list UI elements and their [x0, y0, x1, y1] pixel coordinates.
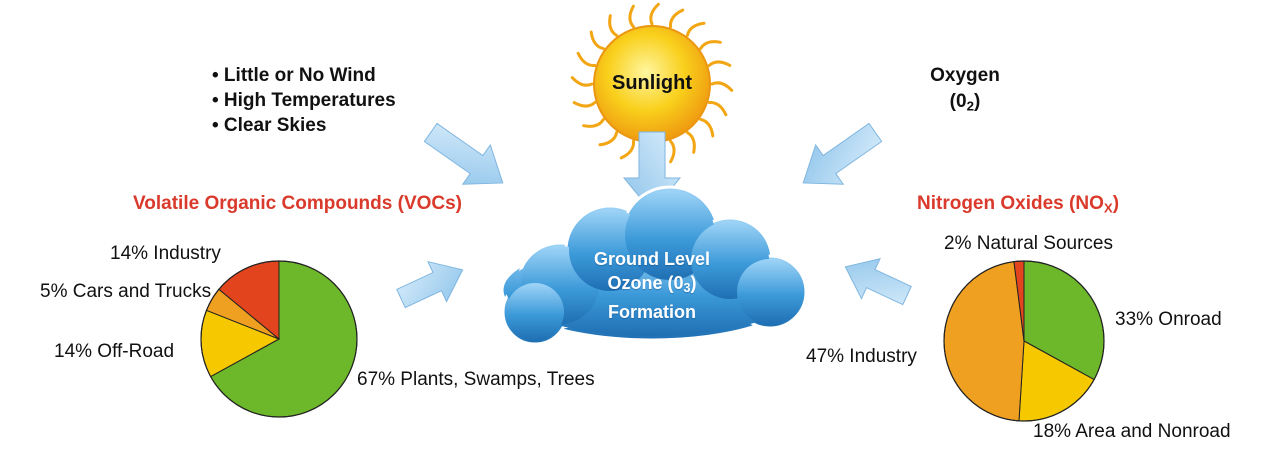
- sun-ray: [707, 100, 728, 117]
- conditions-list: • Little or No Wind • High Temperatures …: [212, 63, 396, 138]
- sun-ray: [649, 2, 660, 26]
- pie-label: 33% Onroad: [1115, 309, 1222, 330]
- sun-ray: [608, 14, 619, 37]
- sun-ray: [710, 81, 734, 92]
- sun-ray: [685, 21, 706, 37]
- pie-label: 14% Industry: [110, 243, 221, 264]
- pie-slice: [943, 261, 1025, 422]
- sun-ray: [685, 131, 696, 154]
- arrow-oxygen-to-ozone: [802, 122, 883, 185]
- arrow-nox-to-ozone: [844, 257, 912, 306]
- oxygen-title: Oxygen: [930, 65, 1000, 86]
- sun-ray: [570, 76, 594, 87]
- sun-ray: [582, 117, 605, 128]
- sun-ray: [699, 40, 722, 51]
- sun-ray: [576, 51, 597, 68]
- oxygen-label: Oxygen (02): [915, 63, 1015, 119]
- sun-ray: [619, 139, 636, 160]
- sun-ray: [669, 139, 676, 164]
- condition-item: • Clear Skies: [212, 115, 327, 136]
- condition-item: • High Temperatures: [212, 90, 396, 111]
- pie-outline: [943, 260, 1105, 422]
- arrow-conditions-to-ozone: [423, 122, 504, 185]
- sun-ray: [628, 4, 635, 29]
- vocs-pie-chart: [200, 260, 358, 418]
- ozone-formation-label: Ground Level Ozone (03) Formation: [593, 249, 710, 323]
- sun-ray: [572, 101, 597, 108]
- ozone-cloud-icon: [500, 185, 808, 346]
- sun-ray: [589, 30, 605, 51]
- sun-ray: [598, 131, 619, 147]
- pie-label: 2% Natural Sources: [944, 233, 1113, 254]
- nox-title: Nitrogen Oxides (NOX): [917, 193, 1120, 216]
- pie-label: 14% Off-Road: [54, 341, 175, 362]
- pie-label: 18% Area and Nonroad: [1033, 421, 1231, 442]
- arrow-vocs-to-ozone: [396, 260, 464, 309]
- pie-outline: [200, 260, 358, 418]
- oxygen-formula: (02): [949, 91, 981, 114]
- pie-label: 67% Plants, Swamps, Trees: [357, 369, 595, 390]
- pie-label: 47% Industry: [806, 346, 917, 367]
- sunlight-label: Sunlight: [612, 72, 692, 94]
- vocs-title: Volatile Organic Compounds (VOCs): [133, 193, 463, 214]
- nox-pie-chart: [943, 260, 1105, 422]
- sun-ray: [668, 8, 685, 29]
- condition-item: • Little or No Wind: [212, 65, 376, 86]
- pie-label: 5% Cars and Trucks: [40, 281, 212, 302]
- sun-ray: [707, 60, 732, 67]
- sun-ray: [699, 117, 715, 138]
